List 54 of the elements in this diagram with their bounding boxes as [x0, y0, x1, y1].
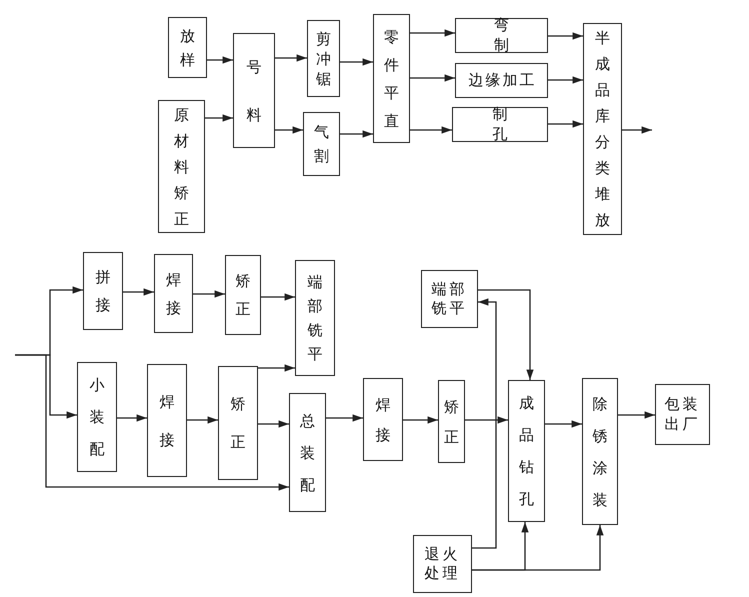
process-box: 零件平直: [373, 14, 410, 143]
process-box: 端部铣平: [295, 260, 335, 376]
arrow: [275, 126, 303, 134]
process-box: 焊接: [147, 364, 187, 477]
arrow: [478, 289, 534, 380]
arrow: [472, 525, 604, 571]
process-box: 焊接: [363, 378, 403, 461]
process-box: 号料: [233, 33, 275, 148]
process-box: 端部铣平: [421, 270, 478, 328]
arrow: [261, 293, 295, 301]
process-box: 放样: [168, 17, 207, 78]
process-box: 小装配: [77, 362, 117, 472]
process-box: 矫正: [218, 366, 258, 480]
arrow: [15, 354, 289, 491]
process-box: 退火处理: [413, 535, 472, 593]
process-box: 制孔: [452, 107, 548, 142]
arrow: [548, 32, 583, 40]
arrow: [258, 364, 295, 372]
process-box: 剪冲锯: [307, 20, 340, 97]
process-box: 总装配: [289, 393, 326, 512]
arrow: [548, 120, 583, 128]
arrow: [410, 29, 455, 37]
arrow: [193, 290, 225, 298]
process-box: 焊接: [154, 254, 193, 333]
arrow: [618, 411, 655, 419]
arrow: [187, 416, 218, 424]
process-box: 拼接: [83, 252, 123, 330]
arrow: [275, 54, 307, 62]
process-box: 弯制: [455, 18, 548, 53]
arrow: [548, 76, 583, 84]
process-box: 除锈涂装: [582, 378, 618, 525]
process-box: 气割: [303, 112, 340, 176]
arrow: [117, 414, 147, 422]
process-box: 矫正: [225, 255, 261, 335]
arrow: [205, 114, 233, 122]
arrow: [465, 416, 508, 424]
arrow: [545, 420, 582, 428]
arrow: [326, 414, 363, 422]
process-box: 成品钻孔: [508, 380, 545, 522]
arrow: [258, 420, 289, 428]
process-box: 原材料矫正: [158, 100, 205, 233]
process-box: 矫正: [438, 380, 465, 463]
arrow: [403, 416, 438, 424]
arrow: [472, 298, 497, 549]
arrow: [622, 126, 652, 134]
arrow: [340, 58, 373, 66]
arrow: [410, 126, 452, 134]
arrow: [410, 74, 455, 82]
process-box: 包装出厂: [655, 384, 710, 445]
arrow: [207, 56, 233, 64]
process-box: 半成品库分类堆放: [583, 23, 622, 235]
process-box: 边缘加工: [455, 63, 548, 98]
arrow: [123, 288, 154, 296]
arrow: [340, 130, 373, 138]
